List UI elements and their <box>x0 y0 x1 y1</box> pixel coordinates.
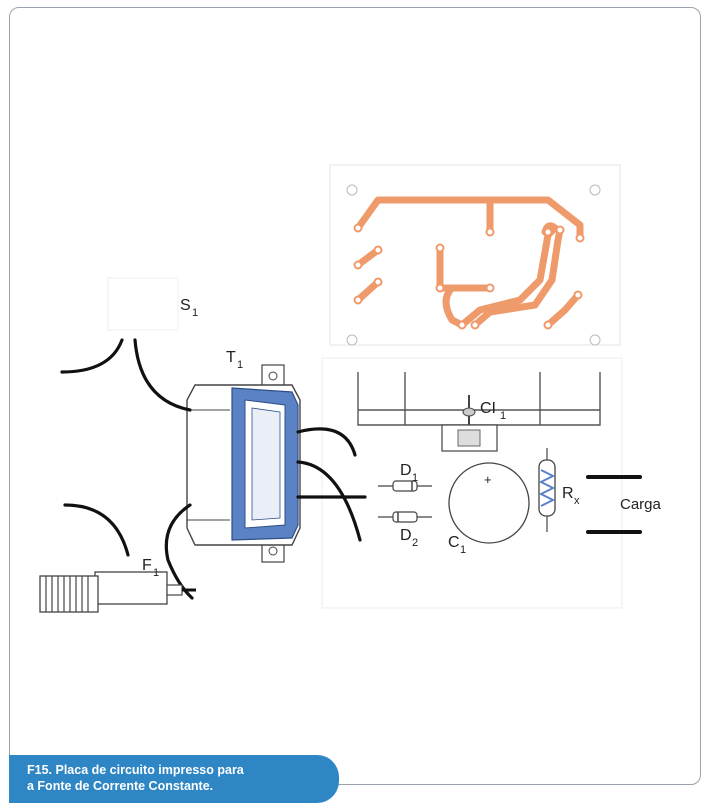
svg-text:1: 1 <box>412 472 418 484</box>
transformer-t1 <box>186 364 301 563</box>
svg-text:x: x <box>574 495 580 507</box>
pcb-mount-hole <box>346 334 358 346</box>
label-rx: R x <box>562 485 580 507</box>
ci1-regulator <box>441 395 498 452</box>
fuse-holder-f1 <box>39 571 196 613</box>
svg-text:1: 1 <box>153 567 159 579</box>
component-board-outline <box>321 357 623 609</box>
label-ci1: CI 1 <box>480 400 506 422</box>
copper-pads <box>353 223 585 330</box>
pcb-mount-hole <box>589 334 601 346</box>
pcb-outline <box>329 164 621 346</box>
label-d2: D 2 <box>400 527 418 549</box>
label-d1: D 1 <box>400 462 418 484</box>
svg-text:D: D <box>400 527 412 544</box>
heatsink <box>357 372 601 426</box>
label-c1: C 1 <box>448 534 466 556</box>
figure-caption: F15. Placa de circuito impresso para a F… <box>9 755 339 803</box>
capacitor-c1 <box>448 462 530 544</box>
caption-line-2: a Fonte de Corrente Constante. <box>27 779 214 793</box>
svg-text:F: F <box>142 557 152 574</box>
svg-text:T: T <box>226 349 236 366</box>
switch-s1 <box>107 277 179 331</box>
load-wires <box>586 475 642 534</box>
label-t1: T 1 <box>226 349 243 371</box>
wiring <box>60 338 367 600</box>
svg-text:C: C <box>448 534 460 551</box>
label-c1-plus: + <box>484 472 492 487</box>
svg-text:D: D <box>400 462 412 479</box>
pcb-mount-hole <box>346 184 358 196</box>
label-f1: F 1 <box>142 557 159 579</box>
label-carga: Carga <box>620 496 662 513</box>
pcb-copper-layout <box>329 164 621 346</box>
figure-frame <box>9 7 701 785</box>
resistor-rx <box>538 448 556 532</box>
label-s1: S 1 <box>180 297 198 319</box>
diode-d2 <box>378 511 432 523</box>
svg-text:S: S <box>180 297 191 314</box>
svg-text:1: 1 <box>237 359 243 371</box>
copper-traces <box>354 196 584 329</box>
diode-d1 <box>378 480 432 492</box>
svg-text:1: 1 <box>460 544 466 556</box>
svg-text:R: R <box>562 485 574 502</box>
pcb-mount-hole <box>589 184 601 196</box>
svg-text:1: 1 <box>500 410 506 422</box>
caption-line-1: F15. Placa de circuito impresso para <box>27 763 244 777</box>
svg-text:CI: CI <box>480 400 496 417</box>
svg-text:2: 2 <box>412 537 418 549</box>
svg-text:1: 1 <box>192 307 198 319</box>
